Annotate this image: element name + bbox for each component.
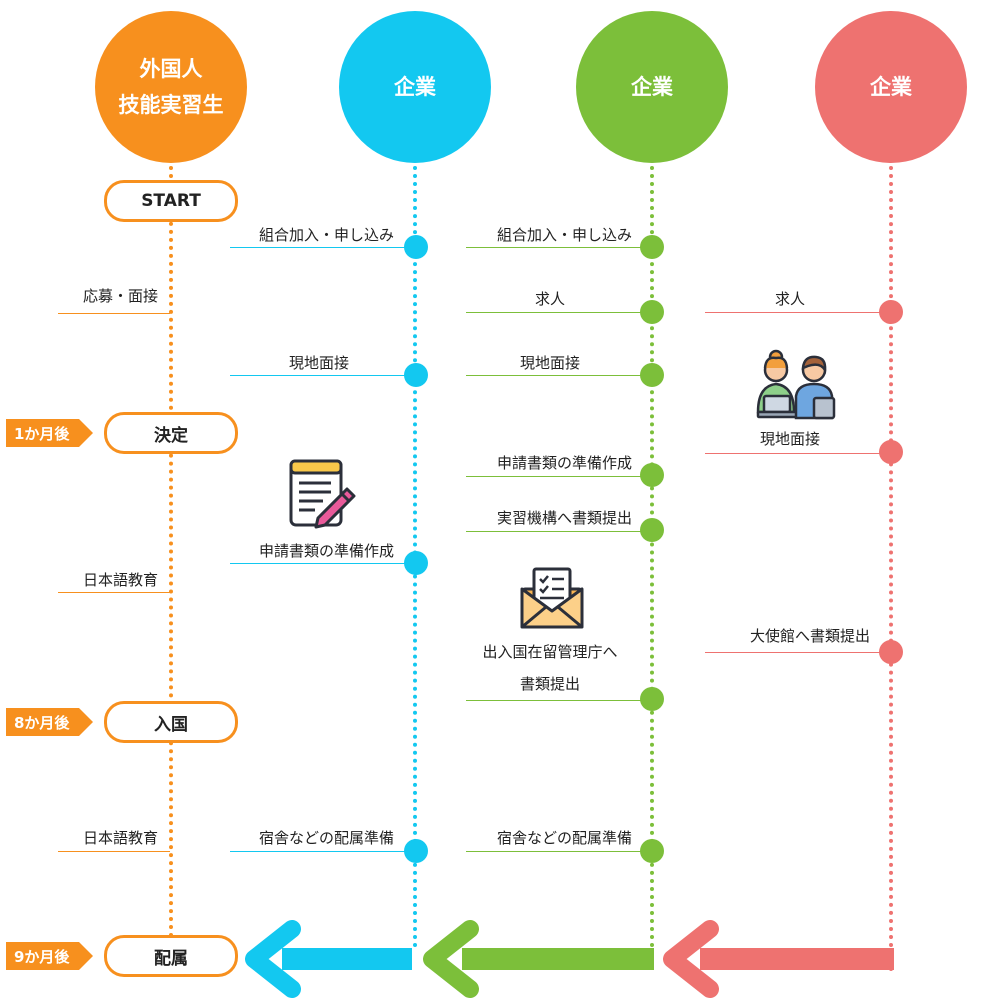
red-arrow [663, 920, 894, 998]
green-step-1-dot [640, 235, 664, 259]
green-arrow [423, 920, 654, 998]
milestone-decision-label: 決定 [154, 425, 188, 446]
blue-arrow [245, 920, 412, 998]
green-step-5-line [466, 531, 646, 532]
tag-8-month: 8か月後 [6, 708, 94, 736]
trainee-step-1-line [58, 313, 170, 314]
document-pencil-icon [289, 459, 356, 529]
trainee-circle: 外国人 技能実習生 [95, 11, 247, 163]
blue-step-4-dot [404, 839, 428, 863]
tag-1-month: 1か月後 [6, 419, 94, 447]
green-step-1: 組合加入・申し込み [496, 226, 632, 244]
tag-9-month-label: 9か月後 [14, 947, 70, 966]
red-timeline [889, 166, 893, 972]
trainee-timeline [169, 166, 173, 946]
tag-8-month-label: 8か月後 [14, 713, 70, 732]
trainee-step-2-line [58, 592, 170, 593]
green-step-6-line [466, 700, 646, 701]
green-step-2-dot [640, 300, 664, 324]
green-step-6-dot [640, 687, 664, 711]
tag-1-month-label: 1か月後 [14, 424, 70, 443]
blue-step-2: 現地面接 [288, 354, 349, 372]
red-step-1-dot [879, 300, 903, 324]
green-step-3-line [466, 375, 646, 376]
blue-step-4-line [230, 851, 410, 852]
green-step-5-dot [640, 518, 664, 542]
red-step-3: 大使館へ書類提出 [749, 627, 870, 645]
company-title-blue: 企業 [394, 75, 436, 99]
blue-step-4: 宿舎などの配属準備 [258, 829, 394, 847]
company-title-green: 企業 [631, 75, 673, 99]
red-step-2-line [705, 453, 885, 454]
green-step-7-dot [640, 839, 664, 863]
green-step-3-dot [640, 363, 664, 387]
envelope-document-icon [520, 567, 584, 629]
green-step-4-dot [640, 463, 664, 487]
green-step-7-line [466, 851, 646, 852]
green-step-2: 求人 [534, 290, 565, 308]
red-step-2: 現地面接 [759, 430, 820, 448]
blue-step-3: 申請書類の準備作成 [258, 542, 394, 560]
green-step-6: 出入国在留管理庁へ 書類提出 [482, 643, 618, 693]
company-title-red: 企業 [870, 75, 912, 99]
red-step-3-line [705, 652, 885, 653]
milestone-start: START [104, 180, 238, 222]
milestone-entry-label: 入国 [154, 714, 188, 735]
milestone-decision: 決定 [104, 412, 238, 454]
red-step-1-line [705, 312, 885, 313]
company-circle-blue: 企業 [339, 11, 491, 163]
trainee-step-2: 日本語教育 [82, 571, 158, 589]
company-circle-green: 企業 [576, 11, 728, 163]
green-step-5: 実習機構へ書類提出 [496, 509, 632, 527]
green-step-2-line [466, 312, 646, 313]
green-step-3: 現地面接 [519, 354, 580, 372]
blue-step-3-line [230, 563, 410, 564]
blue-step-3-dot [404, 551, 428, 575]
blue-step-1: 組合加入・申し込み [258, 226, 394, 244]
trainee-step-1: 応募・面接 [82, 287, 158, 305]
green-timeline [650, 166, 654, 948]
red-step-3-dot [879, 640, 903, 664]
blue-step-1-line [230, 247, 410, 248]
milestone-start-label: START [141, 191, 201, 211]
interview-people-icon [756, 349, 836, 420]
trainee-step-3-line [58, 851, 170, 852]
blue-step-1-dot [404, 235, 428, 259]
tag-9-month: 9か月後 [6, 942, 94, 970]
red-step-2-dot [879, 440, 903, 464]
blue-step-2-dot [404, 363, 428, 387]
trainee-title: 外国人 技能実習生 [118, 57, 224, 117]
green-step-4-line [466, 476, 646, 477]
green-step-4: 申請書類の準備作成 [496, 454, 632, 472]
green-step-1-line [466, 247, 646, 248]
milestone-assignment-label: 配属 [154, 948, 188, 969]
trainee-step-3: 日本語教育 [82, 829, 158, 847]
company-circle-red: 企業 [815, 11, 967, 163]
milestone-entry: 入国 [104, 701, 238, 743]
blue-step-2-line [230, 375, 410, 376]
red-step-1: 求人 [774, 290, 805, 308]
green-step-7: 宿舎などの配属準備 [496, 829, 632, 847]
milestone-assignment: 配属 [104, 935, 238, 977]
